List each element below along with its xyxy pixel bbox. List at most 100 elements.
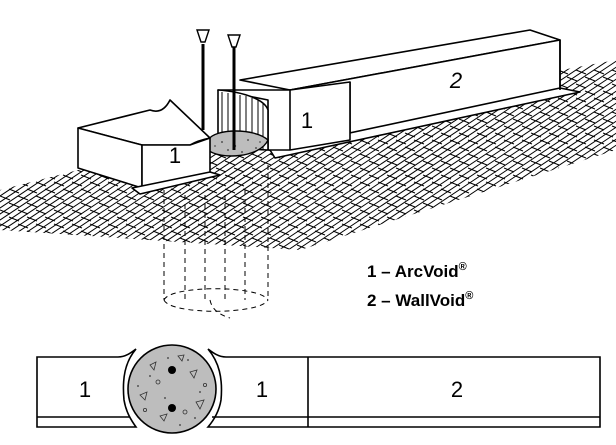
plan-rebar-bottom: [168, 404, 176, 412]
paving-line: [404, 244, 416, 250]
paving-line: [611, 139, 616, 145]
paving-line: [530, 104, 542, 110]
paving-line: [260, 230, 272, 236]
paving-line: [531, 259, 541, 263]
paving-line: [513, 273, 523, 277]
paving-line: [98, 244, 110, 250]
paving-line: [224, 188, 236, 194]
paving-line: [386, 244, 398, 250]
paving-line: [476, 146, 488, 152]
paving-line: [476, 202, 488, 208]
paving-line: [89, 111, 101, 117]
paving-line: [80, 244, 92, 250]
paving-line: [386, 174, 398, 180]
paving-line: [80, 216, 92, 222]
paving-line: [350, 60, 616, 250]
paving-line: [134, 230, 146, 236]
paving-line: [143, 195, 155, 201]
paving-line: [566, 146, 578, 152]
paving-line: [341, 195, 353, 201]
paving-line: [440, 244, 452, 250]
paving-line: [557, 125, 569, 131]
paving-line: [359, 195, 371, 201]
paving-line: [440, 146, 452, 152]
paving-line: [44, 244, 56, 250]
paving-line: [593, 181, 605, 187]
paving-line: [422, 146, 434, 152]
paving-line: [35, 167, 47, 173]
paving-line: [26, 160, 38, 166]
plan-rebar-top: [168, 366, 176, 374]
paving-line: [557, 111, 569, 117]
paving-line: [485, 167, 497, 173]
paving-line: [503, 153, 515, 159]
paving-line: [575, 167, 587, 173]
paving-line: [233, 237, 245, 243]
paving-line: [557, 181, 569, 187]
paving-line: [548, 132, 560, 138]
paving-line: [530, 174, 542, 180]
paving-line: [584, 118, 596, 124]
paving-line: [440, 160, 452, 166]
paving-line: [306, 266, 316, 270]
paving-line: [26, 216, 38, 222]
paving-line: [440, 202, 452, 208]
iso-label-arcvoid-left: 1: [169, 143, 181, 168]
paving-line: [341, 181, 353, 187]
paving-line: [233, 209, 245, 215]
paving-line: [377, 209, 389, 215]
plan-arcvoid-left: [36, 348, 138, 428]
paving-line: [512, 174, 524, 180]
paving-line: [8, 174, 20, 180]
paving-line: [26, 188, 38, 194]
paving-line: [261, 273, 271, 277]
paving-line: [80, 202, 92, 208]
paving-line: [252, 252, 262, 256]
paving-line: [99, 259, 109, 263]
paving-line: [413, 195, 425, 201]
paving-line: [144, 252, 154, 256]
paving-line: [287, 195, 299, 201]
paving-line: [17, 237, 29, 243]
paving-line: [108, 252, 118, 256]
paving-line: [494, 216, 506, 222]
paving-line: [477, 273, 487, 277]
paving-line: [53, 139, 65, 145]
paving-line: [206, 118, 218, 124]
paving-line: [602, 216, 614, 222]
paving-line: [350, 188, 362, 194]
paving-line: [575, 153, 587, 159]
arcvoid-left-box-iso: [77, 99, 221, 195]
paving-line: [332, 244, 344, 250]
paving-line: [53, 111, 65, 117]
paving-line: [512, 244, 524, 250]
paving-line: [260, 216, 272, 222]
paving-line: [0, 60, 31, 250]
paving-line: [206, 90, 218, 96]
paving-line: [566, 104, 578, 110]
paving-line: [188, 90, 200, 96]
paving-line: [494, 244, 506, 250]
paving-line: [251, 195, 263, 201]
paving-line: [548, 146, 560, 152]
paving-line: [341, 237, 353, 243]
paving-line: [530, 188, 542, 194]
paving-line: [612, 252, 616, 256]
paving-line: [17, 97, 29, 103]
paving-line: [575, 237, 587, 243]
paving-line: [71, 83, 83, 89]
paving-line: [404, 188, 416, 194]
paving-line: [314, 174, 326, 180]
paving-line: [26, 132, 38, 138]
paving-line: [242, 174, 254, 180]
paving-line: [17, 153, 29, 159]
paving-line: [116, 244, 128, 250]
paving-line: [17, 209, 29, 215]
paving-line: [521, 195, 533, 201]
paving-line: [36, 252, 46, 256]
paving-line: [593, 83, 605, 89]
paving-line: [279, 273, 289, 277]
paving-line: [324, 252, 334, 256]
paving-line: [521, 209, 533, 215]
paving-line: [224, 244, 236, 250]
